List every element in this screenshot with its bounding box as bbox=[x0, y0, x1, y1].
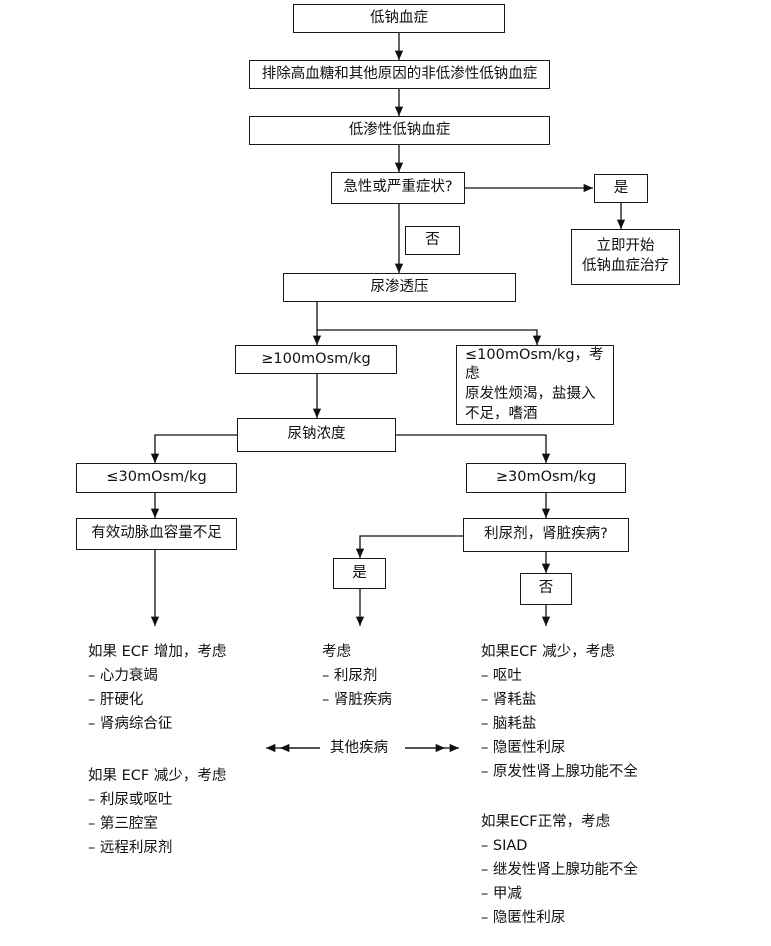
le100-line-2: 原发性烦渴，盐摄入 bbox=[465, 386, 596, 402]
node-acute-severe-question: 急性或严重症状? bbox=[331, 172, 465, 204]
node-ge30: ≥30mOsm/kg bbox=[466, 463, 626, 493]
right-ecf-down-item: 肾耗盐 bbox=[481, 688, 638, 712]
node-yes-1: 是 bbox=[594, 174, 648, 203]
left-column-text-2: 如果 ECF 减少，考虑 利尿或呕吐 第三腔室 远程利尿剂 bbox=[88, 764, 226, 860]
left-ecf-down-title: 如果 ECF 减少，考虑 bbox=[88, 768, 227, 784]
node-diuretic-kidney-question: 利尿剂，肾脏疾病? bbox=[463, 518, 629, 552]
right-ecf-down-item: 脑耗盐 bbox=[481, 712, 638, 736]
right-column-text-2: 如果ECF正常，考虑 SIAD 继发性肾上腺功能不全 甲减 隐匿性利尿 bbox=[481, 810, 638, 930]
right-ecf-down-item: 原发性肾上腺功能不全 bbox=[481, 760, 638, 784]
middle-title: 考虑 bbox=[322, 644, 351, 660]
node-le100: ≤100mOsm/kg，考虑 原发性烦渴，盐摄入 不足，嗜酒 bbox=[456, 345, 614, 425]
right-ecf-normal-title: 如果ECF正常，考虑 bbox=[481, 814, 611, 830]
right-ecf-down-item: 呕吐 bbox=[481, 664, 638, 688]
node-no-1: 否 bbox=[405, 226, 460, 255]
right-ecf-normal-item: SIAD bbox=[481, 834, 638, 858]
le100-line-3: 不足，嗜酒 bbox=[465, 405, 538, 422]
start-treatment-line-1: 立即开始 bbox=[596, 238, 655, 255]
right-ecf-normal-item: 隐匿性利尿 bbox=[481, 906, 638, 930]
left-column-text: 如果 ECF 增加，考虑 心力衰竭 肝硬化 肾病综合征 bbox=[88, 640, 226, 736]
node-urine-osmolality: 尿渗透压 bbox=[283, 273, 516, 302]
arrow-na-to-le30 bbox=[150, 434, 237, 463]
left-ecf-up-item: 心力衰竭 bbox=[88, 664, 226, 688]
right-ecf-normal-item: 继发性肾上腺功能不全 bbox=[481, 858, 638, 882]
node-effective-volume-low: 有效动脉血容量不足 bbox=[76, 518, 237, 550]
right-ecf-down-item: 隐匿性利尿 bbox=[481, 736, 638, 760]
node-hyponatremia: 低钠血症 bbox=[293, 4, 505, 33]
node-yes-2: 是 bbox=[333, 558, 386, 589]
left-ecf-up-title: 如果 ECF 增加，考虑 bbox=[88, 644, 227, 660]
middle-column-text: 考虑 利尿剂 肾脏疾病 bbox=[322, 640, 392, 712]
le100-line-1: ≤100mOsm/kg，考虑 bbox=[465, 346, 604, 383]
left-ecf-up-item: 肾病综合征 bbox=[88, 712, 226, 736]
left-ecf-down-item: 利尿或呕吐 bbox=[88, 788, 226, 812]
node-no-2: 否 bbox=[520, 573, 572, 605]
arrow-osm-to-le100 bbox=[317, 329, 542, 345]
arrow-diuretic-to-yes bbox=[355, 535, 463, 558]
right-ecf-down-title: 如果ECF 减少，考虑 bbox=[481, 644, 615, 660]
left-ecf-up-item: 肝硬化 bbox=[88, 688, 226, 712]
node-le30: ≤30mOsm/kg bbox=[76, 463, 237, 493]
right-column-text: 如果ECF 减少，考虑 呕吐 肾耗盐 脑耗盐 隐匿性利尿 原发性肾上腺功能不全 bbox=[481, 640, 638, 784]
node-start-treatment: 立即开始 低钠血症治疗 bbox=[571, 229, 680, 285]
left-ecf-down-item: 第三腔室 bbox=[88, 812, 226, 836]
left-ecf-down-item: 远程利尿剂 bbox=[88, 836, 226, 860]
node-urine-sodium: 尿钠浓度 bbox=[237, 418, 396, 452]
node-exclude-non-hypotonic: 排除高血糖和其他原因的非低渗性低钠血症 bbox=[249, 60, 550, 89]
arrow-na-to-ge30 bbox=[396, 434, 551, 463]
node-ge100: ≥100mOsm/kg bbox=[235, 345, 397, 374]
right-ecf-normal-item: 甲减 bbox=[481, 882, 638, 906]
other-disease-label: 其他疾病 bbox=[330, 740, 388, 756]
middle-item: 利尿剂 bbox=[322, 664, 392, 688]
middle-item: 肾脏疾病 bbox=[322, 688, 392, 712]
start-treatment-line-2: 低钠血症治疗 bbox=[582, 258, 669, 274]
node-hypotonic: 低渗性低钠血症 bbox=[249, 116, 550, 145]
